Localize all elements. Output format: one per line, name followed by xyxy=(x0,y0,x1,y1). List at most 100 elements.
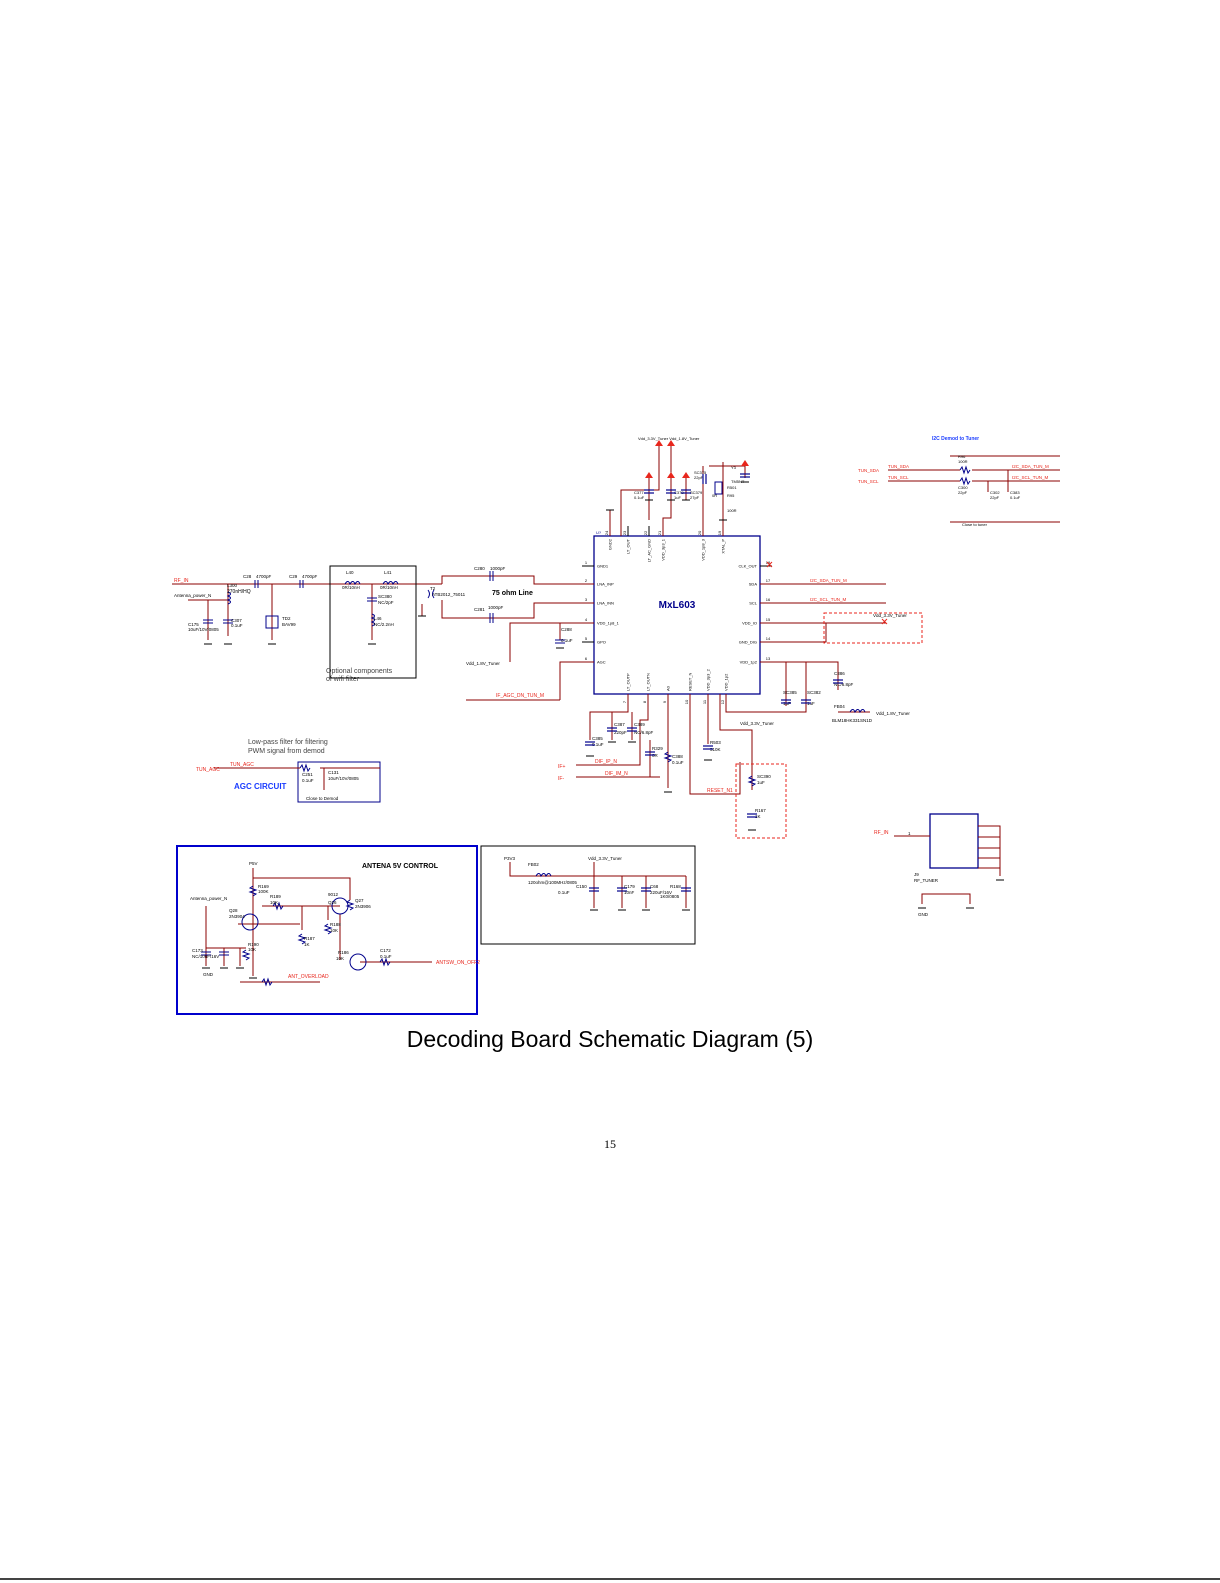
pin-number: 19 xyxy=(717,530,722,535)
part-c131-val: 0.1uF xyxy=(558,890,570,895)
top-grounds xyxy=(606,481,749,521)
tun-sda-left: TUN_SDA xyxy=(858,468,879,473)
resistor-r503 xyxy=(747,775,757,787)
vdd18-left: Vdd_1.8V_Tuner xyxy=(466,661,500,666)
part-r188: R189 xyxy=(270,894,281,899)
bottom-rule xyxy=(0,1578,1220,1580)
part-c288: C288 xyxy=(561,627,572,632)
pin-name: GND_DIG xyxy=(739,640,757,645)
transformer-t2: T2 xyxy=(430,586,436,591)
i2c-nets: TUN_SDA TUN_SCL TUN_SDA TUN_SCL I2C_SDA_… xyxy=(858,464,1049,484)
if-agc-net: IF_AGC_DN_TUN_M xyxy=(496,693,544,699)
part-c150-val: 10nF xyxy=(624,890,635,895)
part-c385: C387 xyxy=(614,722,625,727)
part-r189-val: 0.1uF xyxy=(380,954,392,959)
part-c28-val: 4700pF xyxy=(256,574,272,579)
pin-number: 22 xyxy=(643,530,648,535)
crystal-y3 xyxy=(714,481,723,495)
fb04-val: BLM18HK331SN1D xyxy=(832,718,873,723)
lowpass-note-1: Low-pass filter for filtering xyxy=(248,739,328,746)
pin-name: LNA_INN xyxy=(597,601,614,606)
pin-name: SCL xyxy=(749,601,758,606)
scl-net-i2c: I2C_SCL_TUN_M xyxy=(1012,475,1049,480)
part-td2-val: BAV99 xyxy=(282,622,296,627)
resistor-r95 xyxy=(959,465,971,475)
pin-name: GND2 xyxy=(608,538,613,550)
p3v3-wires xyxy=(509,862,687,908)
part-c388-val: 510K xyxy=(710,747,721,752)
part-c307-val: 0.1uF xyxy=(231,623,243,628)
figure-caption: Decoding Board Schematic Diagram (5) xyxy=(406,1026,814,1052)
antenna-power-label: Antenna_power_N xyxy=(174,593,211,598)
pin-name: VDD_1p8_1 xyxy=(597,621,620,626)
agc-box xyxy=(297,761,381,803)
right-cap-symbols xyxy=(781,679,843,704)
part-c377-val: 1uF xyxy=(674,495,681,500)
part-l46: L46 xyxy=(374,616,382,621)
j9-name: RF_TUNER xyxy=(914,878,939,883)
part-sc380: SC380 xyxy=(378,594,392,599)
part-c68-val: 1K0/0805 xyxy=(660,894,680,899)
j9-gnd: GND xyxy=(918,912,929,917)
rf-parts: C28 4700pF C29 4700pF L300 270nH/HQ C307… xyxy=(174,566,573,666)
pin-name: GPO xyxy=(597,640,606,645)
resistor-r329 xyxy=(663,751,673,763)
part-sc379: SC375 xyxy=(694,470,707,475)
mxl603-pins: 1GND12LNA_INP3LNA_INN4VDD_1p8_15GPO6AGC1… xyxy=(582,526,772,704)
part-c172-val: NC/10uF/16V xyxy=(192,954,219,959)
ferrite-fb04 xyxy=(849,709,866,714)
wifi-filter-box xyxy=(329,565,417,679)
part-c29: C29 xyxy=(289,574,298,579)
pin-number: 5 xyxy=(585,636,588,641)
part-c281: C281 xyxy=(474,607,485,612)
page-number: 15 xyxy=(604,1137,616,1151)
part-l41: L41 xyxy=(384,570,392,575)
pin-number: 2 xyxy=(585,578,588,583)
part-c385-val: 220pF xyxy=(614,730,627,735)
part-c251: C131 xyxy=(328,770,339,775)
part-r96: C300 xyxy=(958,485,968,490)
fb04-label: FB04 xyxy=(834,704,845,709)
pin-number: 13 xyxy=(766,656,771,661)
part-l300-val: 270nH/HQ xyxy=(227,589,251,595)
pin-number: 14 xyxy=(766,636,771,641)
part-r167: C251 xyxy=(302,772,313,777)
part-r186-val: 10K xyxy=(248,947,256,952)
pin-name: LNA_INP xyxy=(597,582,614,587)
pin-number: 7 xyxy=(622,700,627,703)
part-r501-val: 100R xyxy=(727,508,737,513)
i2c-parts: R96 100R C300 22pF C302 22pF C383 0.1uF … xyxy=(958,454,1021,527)
pin-name: CLK_OUT xyxy=(739,564,758,569)
ant5v-nets: ANT_OVERLOAD ANTSW_ON_OFF2 xyxy=(288,960,480,980)
vddio-jumper-frame xyxy=(823,612,923,644)
vdd33-p3v3: Vdd_3.3V_Tuner xyxy=(588,856,622,861)
tun-sda-right: TUN_SDA xyxy=(888,464,909,469)
part-r187: R188 xyxy=(330,922,341,927)
part-l40-val: 0R/10nH xyxy=(342,585,360,590)
pin-name: AGC xyxy=(597,660,606,665)
dif-ip-net: DIF_IP_N xyxy=(595,759,617,765)
part-sc382-val: NC/6.8pF xyxy=(834,682,854,687)
fb02-val: 120ohm@100MHz/0805 xyxy=(528,880,577,885)
rf-in-net: RF_IN xyxy=(174,578,189,584)
j9-ref: J9 xyxy=(914,872,919,877)
agc-wires xyxy=(214,767,380,790)
bottom-wires xyxy=(576,694,753,795)
sda-net: I2C_SDA_TUN_M xyxy=(810,578,847,583)
part-c386-val: 0.1uF xyxy=(592,742,604,747)
pin-number: 18 xyxy=(766,560,771,565)
part-r96-val: 22pF xyxy=(958,490,968,495)
pin-number: 21 xyxy=(657,530,662,535)
part-sc385-val: 1uF xyxy=(807,701,815,706)
part-r189: C172 xyxy=(380,948,391,953)
part-c280-val: 1000pF xyxy=(490,566,506,571)
pin-name: XTAL_P xyxy=(721,539,726,554)
i2c-title: I2C Demod to Tuner xyxy=(932,436,979,442)
part-c388: R503 xyxy=(710,740,721,745)
top-cap-symbols xyxy=(644,473,750,494)
ant5v-parts: P5V Antenna_power_N R169 100K Q27 2N3906… xyxy=(190,861,392,977)
p3v3-box xyxy=(480,845,696,945)
part-c387-val: NC/6.8pF xyxy=(634,730,654,735)
agc-nets: TUN_AGC TUN_AGC xyxy=(196,762,254,773)
part-c280: C280 xyxy=(474,566,485,571)
